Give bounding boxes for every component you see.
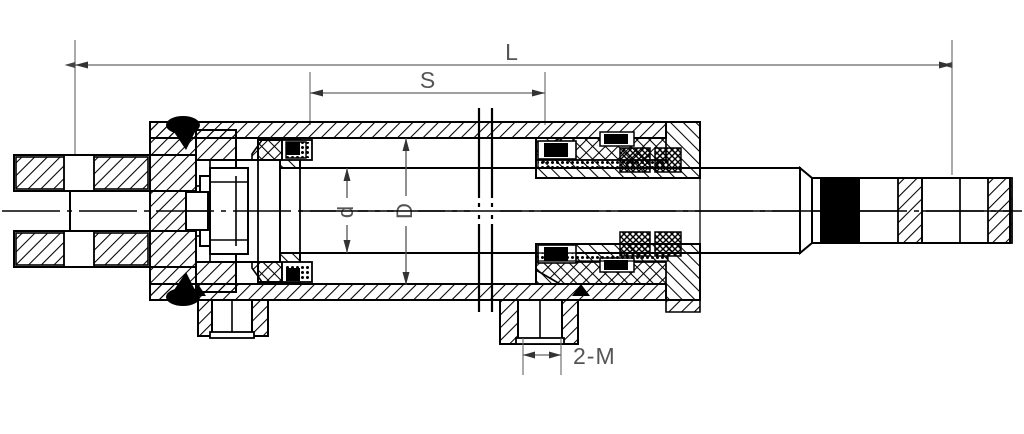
dimension-label-d: d xyxy=(333,206,358,218)
port-boss-right xyxy=(499,284,590,345)
gland-flange-drop xyxy=(665,299,701,313)
gland-head xyxy=(535,121,701,301)
port-boss-left xyxy=(190,284,269,339)
dimension-port-thread: 2-M xyxy=(522,338,616,375)
dimension-overall-length: L xyxy=(64,39,953,175)
cylinder-tube-bottom-wall xyxy=(149,283,667,301)
dimension-label-S: S xyxy=(420,67,436,93)
dimension-label-L: L xyxy=(505,39,519,65)
cylinder-tube-top-wall xyxy=(149,121,667,139)
break-line xyxy=(477,108,494,312)
dimension-label-2M: 2-M xyxy=(573,343,616,369)
rear-clevis-port xyxy=(13,154,152,268)
dimension-stroke: S xyxy=(309,67,546,125)
